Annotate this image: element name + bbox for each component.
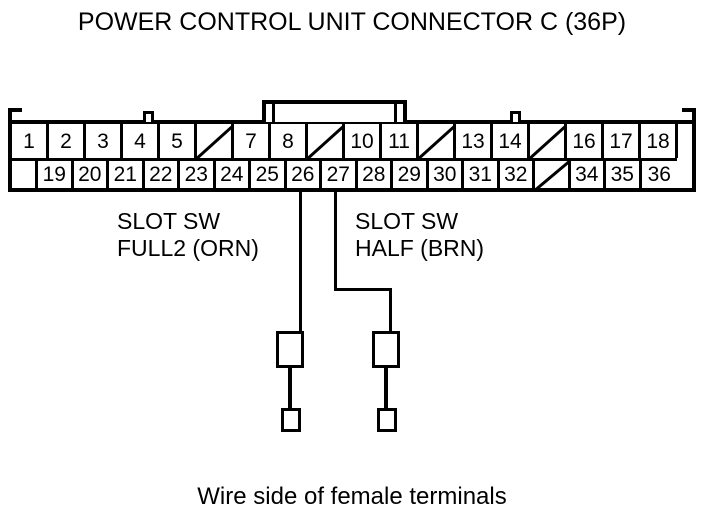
connector-notch-tab-left xyxy=(143,111,154,122)
pin-cell-unused xyxy=(197,124,234,158)
pin-cell-unused xyxy=(530,124,567,158)
pin-cell-17: 17 xyxy=(604,124,641,158)
pin-cell-5: 5 xyxy=(160,124,197,158)
wire-leader-slot-sw-half-segment-1 xyxy=(334,192,337,290)
terminal-tip-slot-sw-half xyxy=(377,408,397,432)
wire-label-slot-sw-full2: SLOT SW FULL2 (ORN) xyxy=(117,208,259,262)
figure-caption: Wire side of female terminals xyxy=(197,483,507,510)
pin-cell-24: 24 xyxy=(215,158,251,188)
pin-cell-31: 31 xyxy=(464,158,500,188)
pin-cell-20: 20 xyxy=(73,158,109,188)
terminal-body-slot-sw-half xyxy=(372,331,400,368)
connector-notch-tab-right xyxy=(510,111,521,122)
pin-cell-35: 35 xyxy=(606,158,642,188)
pin-cell-8: 8 xyxy=(271,124,308,158)
pin-cell-23: 23 xyxy=(180,158,216,188)
page-title: POWER CONTROL UNIT CONNECTOR C (36P) xyxy=(77,8,627,36)
pin-cell-unused xyxy=(535,158,571,188)
wire-leader-slot-sw-full2 xyxy=(299,192,302,339)
connector-tab-right xyxy=(682,108,696,122)
pin-cell-19: 19 xyxy=(38,158,74,188)
pin-cell-11: 11 xyxy=(382,124,419,158)
pin-cell-32: 32 xyxy=(499,158,535,188)
connector-latch-inner xyxy=(272,104,397,122)
pin-cell-spacer xyxy=(678,124,692,158)
wire-label-slot-sw-full2-line2: FULL2 (ORN) xyxy=(117,235,259,261)
pin-cell-30: 30 xyxy=(428,158,464,188)
wire-label-slot-sw-full2-line1: SLOT SW xyxy=(117,208,221,234)
pin-cell-21: 21 xyxy=(109,158,145,188)
pin-cell-14: 14 xyxy=(493,124,530,158)
pin-cell-36: 36 xyxy=(641,158,677,188)
pin-cell-4: 4 xyxy=(123,124,160,158)
connector-tab-left xyxy=(8,108,22,122)
pin-cell-34: 34 xyxy=(570,158,606,188)
pin-cell-22: 22 xyxy=(144,158,180,188)
pin-cell-10: 10 xyxy=(345,124,382,158)
pin-cell-3: 3 xyxy=(86,124,123,158)
pin-cell-spacer xyxy=(12,158,38,188)
pin-cell-18: 18 xyxy=(641,124,678,158)
pin-cell-1: 1 xyxy=(12,124,49,158)
wire-label-slot-sw-half-line2: HALF (BRN) xyxy=(355,235,485,261)
pin-cell-28: 28 xyxy=(357,158,393,188)
pin-cell-unused xyxy=(419,124,456,158)
wire-leader-slot-sw-half-segment-2 xyxy=(334,288,392,291)
pin-cell-16: 16 xyxy=(567,124,604,158)
pin-cell-2: 2 xyxy=(49,124,86,158)
pin-cell-27: 27 xyxy=(322,158,358,188)
wire-leader-slot-sw-half-segment-3 xyxy=(389,288,392,339)
pin-cell-29: 29 xyxy=(393,158,429,188)
wire-label-slot-sw-half-line1: SLOT SW xyxy=(355,208,459,234)
wire-label-slot-sw-half: SLOT SW HALF (BRN) xyxy=(355,208,484,262)
pin-cell-26: 26 xyxy=(286,158,322,188)
terminal-link-slot-sw-full2 xyxy=(288,366,292,410)
pin-cell-25: 25 xyxy=(251,158,287,188)
terminal-body-slot-sw-full2 xyxy=(276,331,304,368)
pin-cell-13: 13 xyxy=(456,124,493,158)
terminal-link-slot-sw-half xyxy=(384,366,388,410)
terminal-tip-slot-sw-full2 xyxy=(281,408,301,432)
pin-cell-unused xyxy=(308,124,345,158)
pin-cell-7: 7 xyxy=(234,124,271,158)
